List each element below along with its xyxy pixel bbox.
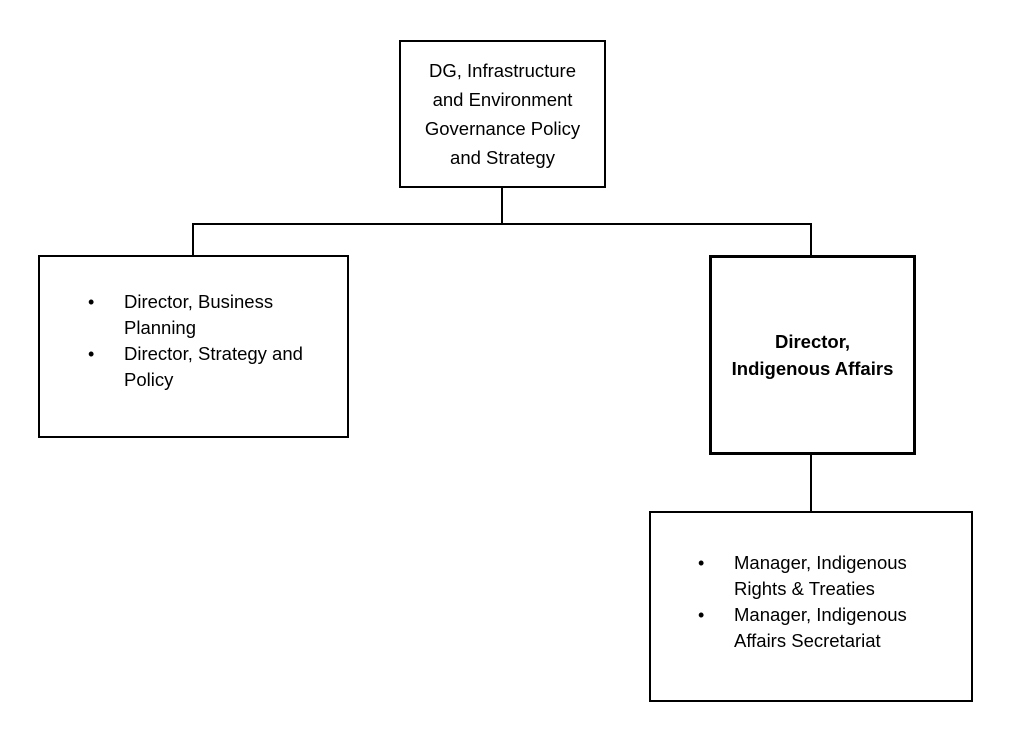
list-item: • Director, Business Planning xyxy=(88,289,347,341)
connector-horizontal-bus xyxy=(192,223,812,225)
node-director-indigenous-affairs[interactable]: Director, Indigenous Affairs xyxy=(709,255,916,455)
list-item-label: Manager, Indigenous Affairs Secretariat xyxy=(734,604,907,651)
connector-drop-to-left-group xyxy=(192,223,194,256)
list-item-label: Manager, Indigenous Rights & Treaties xyxy=(734,552,907,599)
list-item: • Manager, Indigenous Affairs Secretaria… xyxy=(698,602,971,654)
bullet-icon: • xyxy=(88,292,95,312)
node-title: Director, Indigenous Affairs xyxy=(731,331,894,379)
connector-drop-to-director xyxy=(810,223,812,256)
node-title: DG, Infrastructure and Environment Gover… xyxy=(424,60,581,168)
bullet-icon: • xyxy=(88,344,95,364)
list-item: • Director, Strategy and Policy xyxy=(88,341,347,393)
list-item-label: Director, Business Planning xyxy=(124,291,274,338)
node-left-directors-group[interactable]: • Director, Business Planning • Director… xyxy=(38,255,349,438)
connector-top-stem xyxy=(501,188,503,225)
list-item: • Manager, Indigenous Rights & Treaties xyxy=(698,550,971,602)
bullet-icon: • xyxy=(698,605,705,625)
connector-director-to-bottom-group xyxy=(810,455,812,512)
bullet-list: • Director, Business Planning • Director… xyxy=(40,257,347,393)
list-item-label: Director, Strategy and Policy xyxy=(124,343,303,390)
node-dg-infrastructure-environment[interactable]: DG, Infrastructure and Environment Gover… xyxy=(399,40,606,188)
node-indigenous-managers-group[interactable]: • Manager, Indigenous Rights & Treaties … xyxy=(649,511,973,702)
bullet-icon: • xyxy=(698,553,705,573)
bullet-list: • Manager, Indigenous Rights & Treaties … xyxy=(651,513,971,654)
